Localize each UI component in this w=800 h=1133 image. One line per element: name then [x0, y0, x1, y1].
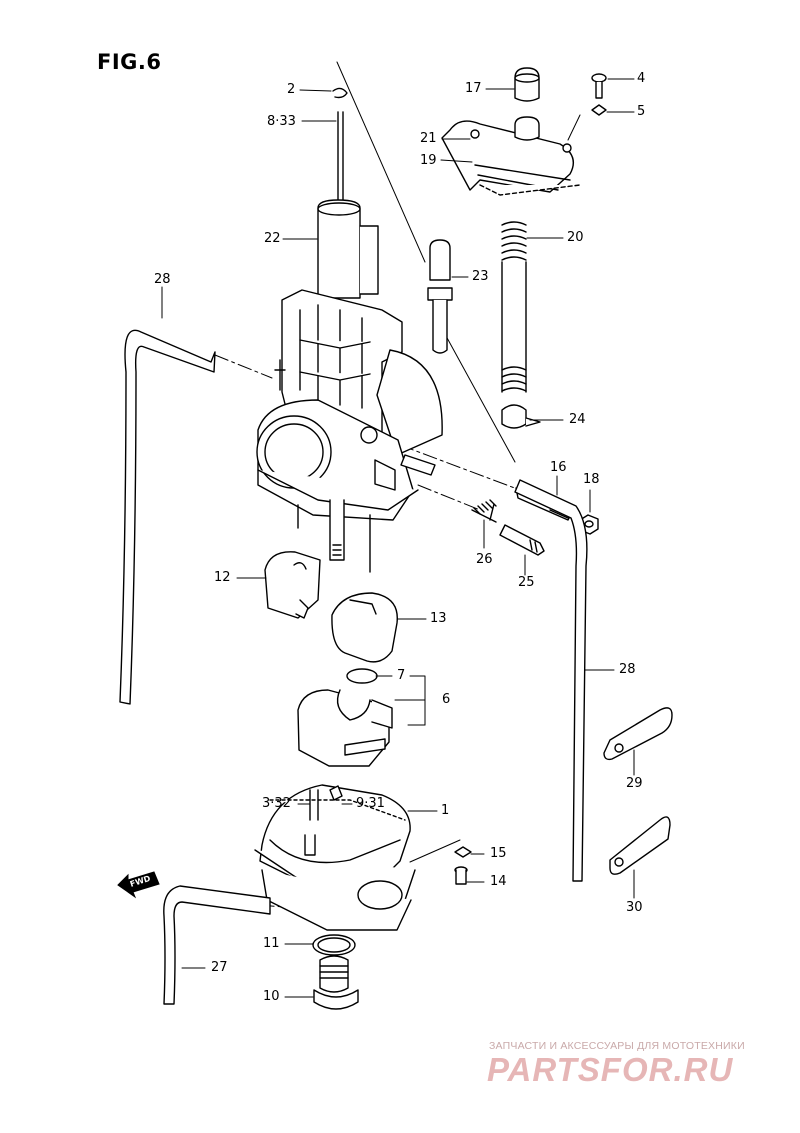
callout-23: 23: [472, 269, 489, 284]
callout-17: 17: [465, 81, 482, 96]
callout-12: 12: [214, 570, 231, 585]
float-13: [331, 592, 398, 663]
pilot-spring-26: [471, 499, 497, 523]
callout-22: 22: [264, 231, 281, 246]
clamp-29: [603, 707, 673, 761]
clamp-30: [609, 816, 671, 875]
watermark-logo: PARTSFOR.RU: [487, 1051, 734, 1088]
screw-14: [454, 866, 468, 885]
carburetor-body: [256, 289, 443, 573]
screw-4: [591, 73, 607, 99]
callout-4: 4: [637, 71, 646, 86]
air-screw: [427, 239, 453, 354]
callout-20: 20: [567, 230, 584, 245]
callout-25: 25: [518, 575, 535, 590]
pilot-screw-25: [499, 524, 545, 556]
callout-15: 15: [490, 846, 507, 861]
callout-30: 30: [626, 900, 643, 915]
washer-5: [591, 104, 607, 116]
callout-18: 18: [583, 472, 600, 487]
callout-26: 26: [476, 552, 493, 567]
callout-14: 14: [490, 874, 507, 889]
callout-28-left: 28: [154, 272, 171, 287]
top-cap: [441, 116, 581, 196]
callout-8-33: 8·33: [267, 114, 296, 129]
callout-5: 5: [637, 104, 646, 119]
float-bowl-1: [254, 784, 416, 931]
choke-plunger-12: [264, 551, 321, 619]
watermark-subtitle: ЗАПЧАСТИ И АКСЕССУАРЫ ДЛЯ МОТОТЕХНИКИ: [489, 1040, 745, 1052]
callout-1: 1: [441, 803, 450, 818]
callout-21: 21: [420, 131, 437, 146]
washer-15: [454, 846, 472, 858]
vent-hose-left: [119, 329, 216, 705]
throttle-slide: [317, 199, 379, 299]
cable-adjuster-cap: [514, 67, 540, 102]
needle-clip: [332, 87, 348, 99]
callout-19: 19: [420, 153, 437, 168]
callout-9-31: 9·31: [356, 796, 385, 811]
forward-direction-arrow: FWD: [117, 871, 160, 899]
callout-11: 11: [263, 936, 280, 951]
o-ring-11: [312, 934, 356, 956]
vent-hose-right: [514, 479, 588, 882]
callout-13: 13: [430, 611, 447, 626]
callout-2: 2: [287, 82, 296, 97]
callout-3-32: 3·32: [262, 796, 291, 811]
callout-27: 27: [211, 960, 228, 975]
callout-29: 29: [626, 776, 643, 791]
callout-7: 7: [397, 668, 406, 683]
drain-plug-10: [313, 955, 359, 1010]
throttle-spring: [501, 221, 527, 393]
spring-holder: [501, 404, 541, 429]
overflow-hose-27: [163, 885, 271, 1005]
figure-title: FIG.6: [97, 50, 162, 74]
float-bracket-6: [297, 668, 393, 767]
callout-6: 6: [442, 692, 451, 707]
callout-24: 24: [569, 412, 586, 427]
callout-16: 16: [550, 460, 567, 475]
callout-28-right: 28: [619, 662, 636, 677]
leader-lines: [161, 78, 635, 998]
callout-10: 10: [263, 989, 280, 1004]
